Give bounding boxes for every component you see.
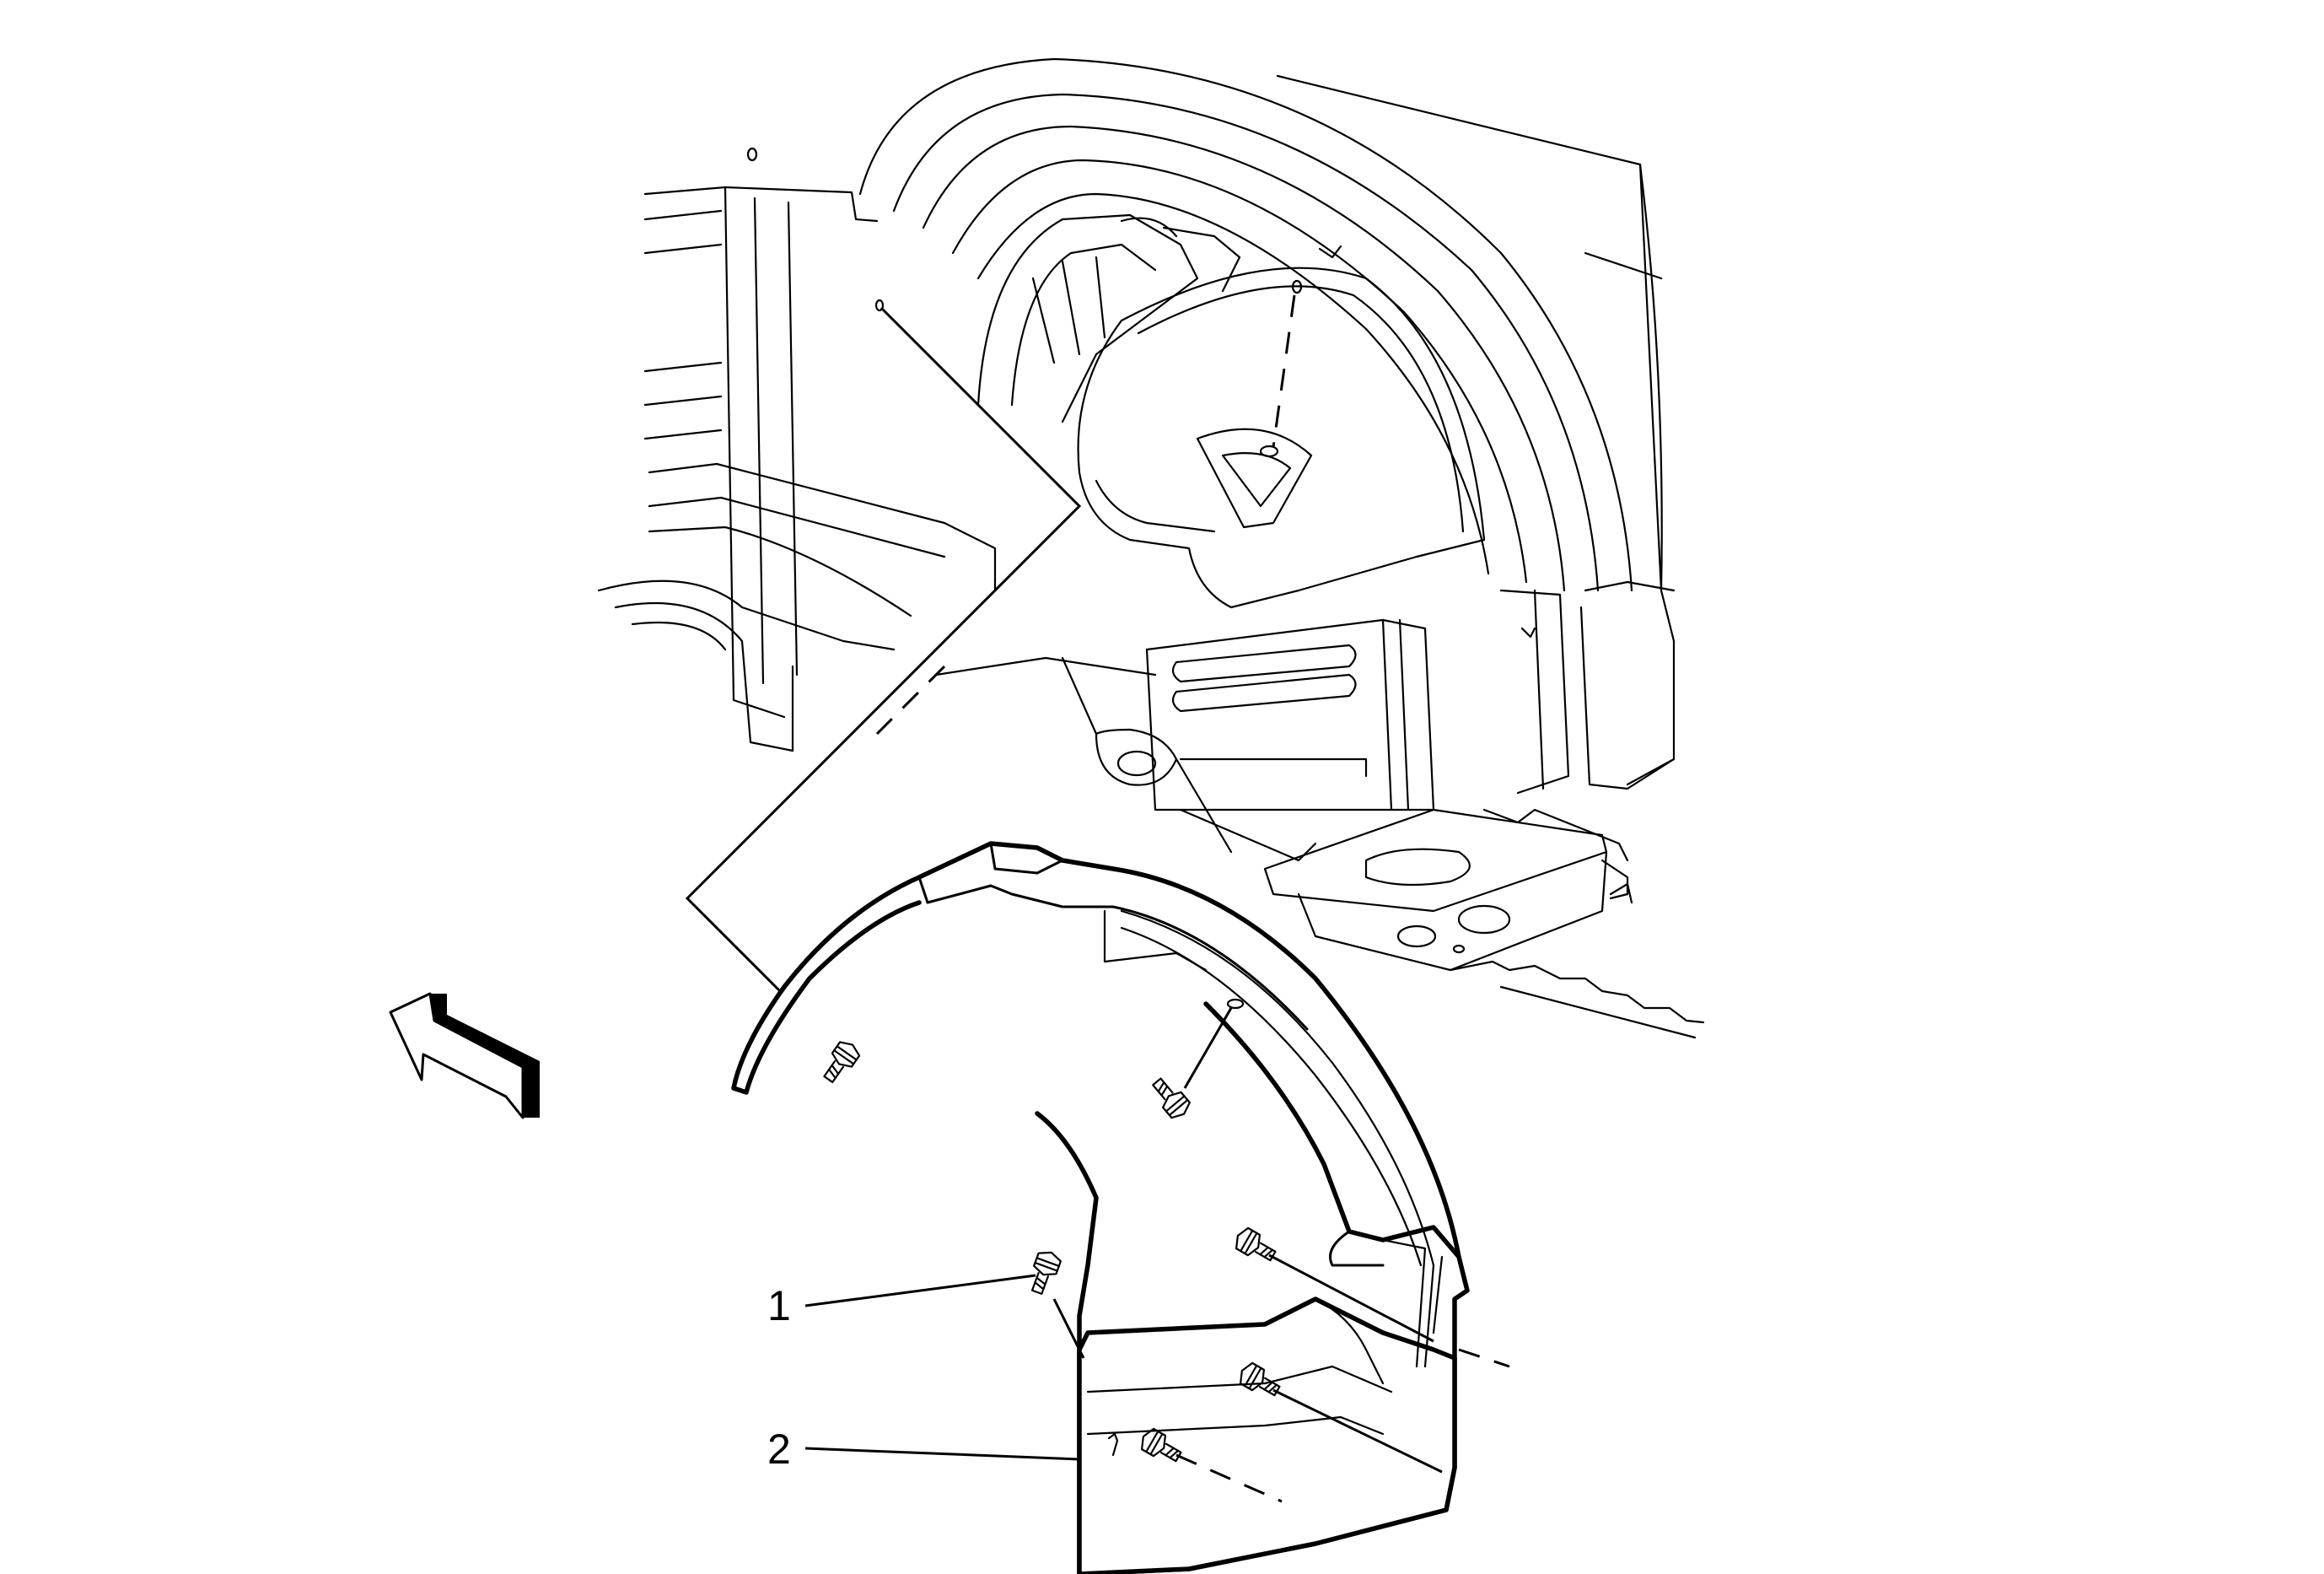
quarter-inner-pillar [1499, 589, 1570, 795]
inner-wheelhouse [1077, 267, 1486, 609]
rocker-panel [1145, 618, 1435, 811]
bolt-icon [1239, 1361, 1281, 1397]
wheelhouse-bracket [1196, 428, 1313, 529]
lower-sill [934, 656, 1157, 676]
bolt-icon [823, 1041, 861, 1084]
callout-label-2: 2 [767, 1426, 791, 1473]
body-outer-panel [1276, 74, 1676, 786]
heat-shield [1449, 960, 1705, 1024]
bolt-icon [1152, 1077, 1191, 1119]
strut-tower [976, 213, 1199, 423]
floor-rail [648, 462, 997, 592]
floor-pan [1263, 808, 1608, 913]
fasteners [823, 998, 1510, 1503]
front-direction-arrow-icon [389, 992, 540, 1119]
callout-2: 2 [767, 1426, 1080, 1473]
inner-rear-panel [643, 186, 879, 223]
wheelhouse-liner [731, 841, 1470, 1574]
lower-splash-shield [1077, 1296, 1457, 1574]
vehicle-body-structure [597, 57, 1705, 1039]
bolt-icon [1030, 1251, 1062, 1295]
installation-guide-lines [685, 279, 1303, 1048]
wheel-arch-outer [858, 57, 1633, 592]
callout-label-1: 1 [767, 1282, 791, 1329]
callout-1: 1 [767, 1274, 1036, 1329]
